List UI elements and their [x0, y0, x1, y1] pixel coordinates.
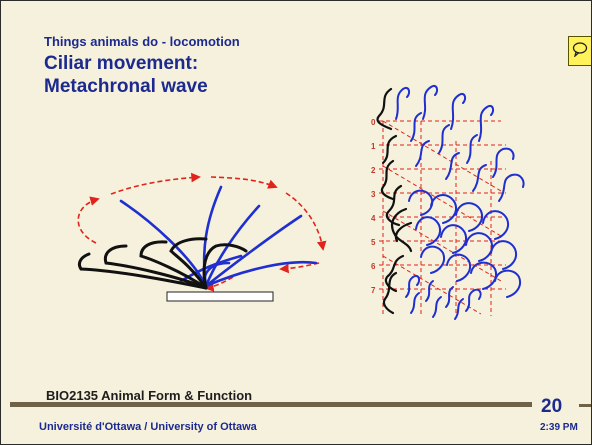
row-label: 3 — [371, 190, 376, 199]
row-label: 1 — [371, 142, 376, 151]
row-label: 7 — [371, 286, 376, 295]
university-name: Université d'Ottawa / University of Otta… — [39, 421, 257, 433]
recovery-stroke-lines — [77, 237, 248, 290]
metachronal-wave-grid: 0 1 2 3 4 5 6 7 — [371, 85, 525, 320]
footer-rule — [10, 402, 532, 407]
cell-surface-bar — [166, 291, 274, 302]
black-cilia — [376, 87, 413, 315]
comment-note-icon[interactable] — [568, 36, 591, 66]
page-number: 20 — [541, 396, 563, 417]
course-title: BIO2135 Animal Form & Function — [46, 388, 253, 403]
slide-time: 2:39 PM — [540, 422, 578, 433]
row-label: 5 — [371, 238, 376, 247]
cilium-beat-cycle-drawing — [77, 172, 327, 302]
footer-rule-right — [579, 404, 591, 407]
row-label: 4 — [371, 214, 376, 223]
slide-subtitle: Things animals do - locomotion — [44, 34, 240, 49]
tip-path-arrows — [77, 172, 327, 292]
slide-title-line-1: Ciliar movement: — [44, 53, 199, 74]
row-label: 2 — [371, 166, 376, 175]
slide-title: Ciliar movement: Metachronal wave — [44, 52, 208, 98]
blue-cilia — [395, 85, 525, 320]
slide-title-line-2: Metachronal wave — [44, 76, 208, 97]
row-label: 0 — [371, 118, 376, 127]
row-label: 6 — [371, 262, 376, 271]
row-labels: 0 1 2 3 4 5 6 7 — [371, 118, 376, 295]
